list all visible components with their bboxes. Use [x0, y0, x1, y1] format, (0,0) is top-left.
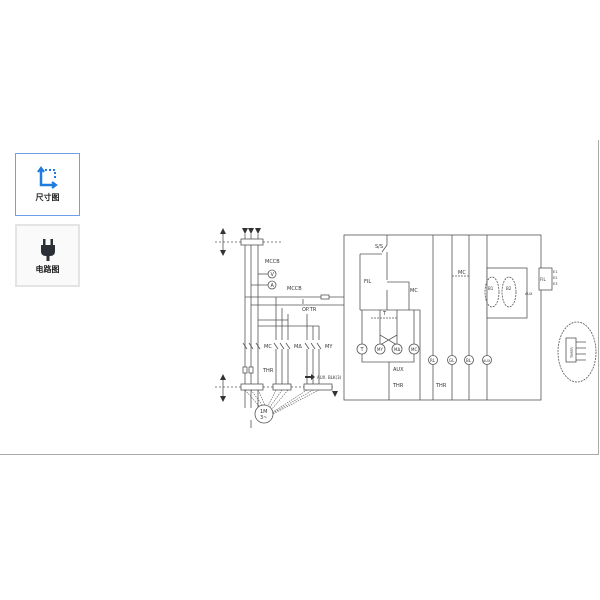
label-mc2: MC [458, 270, 466, 276]
power-circuit: MCCB V A MCCB OP.TR MC MΔ MY THR AUX. BL… [215, 228, 344, 428]
label-optr: OP.TR [302, 307, 317, 313]
tab-label: 尺寸图 [35, 193, 60, 202]
label-mccb: MCCB [265, 259, 280, 265]
svg-text:AUX: AUX [483, 359, 491, 363]
aux-arrow [305, 374, 315, 380]
svg-text:GL: GL [449, 358, 455, 363]
label-mc: MC [264, 344, 272, 350]
label-md: MΔ [294, 344, 302, 350]
plug-icon [40, 239, 55, 261]
label-thr2: THR [435, 383, 447, 389]
svg-text:AUX. BLK(3): AUX. BLK(3) [317, 375, 342, 380]
supply-arrows [242, 228, 261, 234]
contact-row [242, 342, 322, 350]
svg-text:V: V [271, 272, 275, 278]
motor [254, 404, 274, 424]
fil-box [538, 267, 553, 291]
label-fil: FIL [364, 279, 371, 285]
label-mccb2: MCCB [287, 286, 302, 292]
label-aux: AUX [393, 367, 404, 373]
label-thr: THR [262, 368, 274, 374]
tab-label: 电路图 [35, 265, 60, 274]
tab-dimension-drawing[interactable]: 尺寸图 [15, 153, 80, 216]
label-ss: S/S [375, 244, 383, 250]
svg-text:E3: E3 [553, 282, 557, 286]
svg-text:3~: 3~ [260, 415, 267, 421]
label-mc-r: MC [410, 288, 418, 294]
tab-circuit-diagram[interactable]: 电路图 [15, 224, 80, 287]
label-t: T [382, 311, 387, 317]
svg-text:MC: MC [411, 347, 417, 352]
svg-text:A: A [271, 283, 275, 289]
svg-text:BL: BL [466, 358, 472, 363]
label-my: MY [325, 344, 333, 350]
dimension-icon [36, 166, 58, 189]
svg-text:T: T [360, 347, 365, 353]
svg-text:1M: 1M [260, 409, 268, 415]
control-circuit: S/S FIL MC T T MY MΔ MC AUX THR MC THR R… [343, 234, 597, 401]
content-panel [0, 140, 599, 455]
svg-text:TIMER: TIMER [570, 347, 574, 359]
svg-text:MΔ: MΔ [394, 347, 400, 352]
fuse [320, 294, 330, 300]
svg-text:FIL: FIL [540, 277, 546, 282]
svg-text:B1: B1 [488, 286, 494, 291]
label-thr-r: THR [392, 383, 404, 389]
svg-text:B2: B2 [506, 286, 512, 291]
up-down-arrow [220, 228, 226, 256]
timer-box [565, 337, 577, 363]
svg-text:AUX: AUX [525, 292, 533, 296]
svg-text:E2: E2 [553, 276, 557, 280]
svg-text:RL: RL [430, 358, 436, 363]
svg-text:MY: MY [377, 347, 383, 352]
svg-text:E1: E1 [553, 270, 557, 274]
